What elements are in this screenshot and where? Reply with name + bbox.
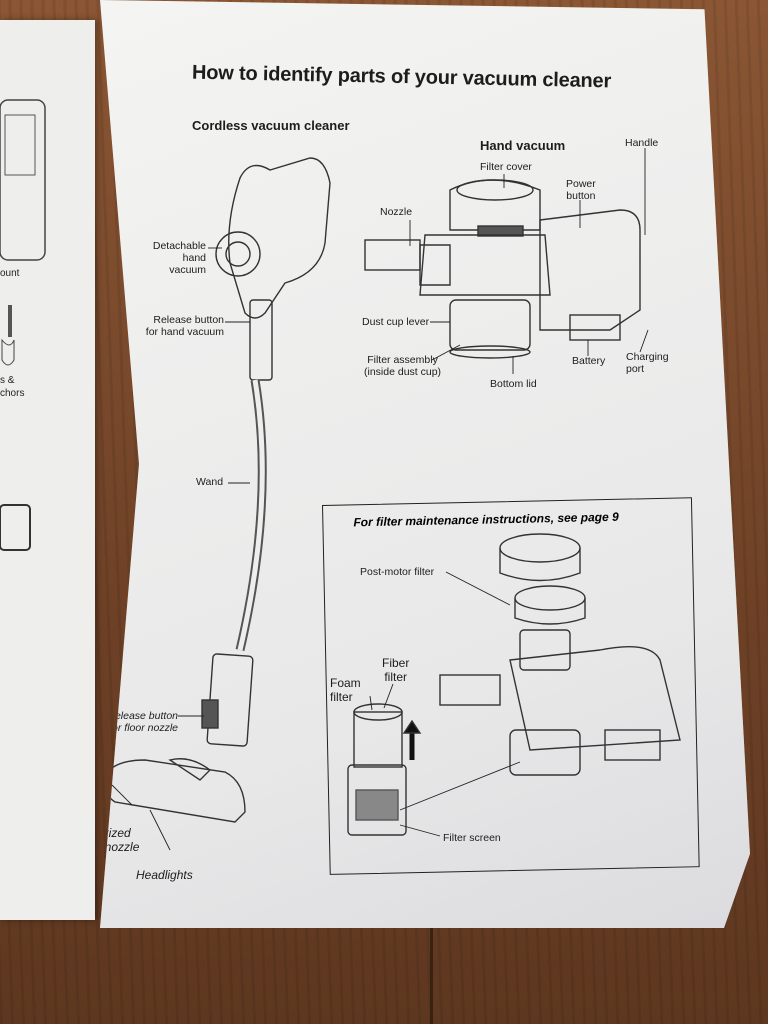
left-fragment-2: s & [0, 375, 15, 386]
label-battery: Battery [572, 355, 606, 367]
stick-motor [215, 231, 261, 277]
label-headlights: Headlights [136, 868, 193, 882]
left-fragment-3: chors [0, 388, 25, 399]
label-filter-screen: Filter screen [443, 832, 501, 844]
label-bottom-lid: Bottom lid [490, 378, 537, 390]
left-page-drawings [0, 99, 46, 551]
box-hand-body [509, 645, 681, 751]
label-post-motor-filter: Post-motor filter [360, 566, 435, 578]
hand-dust-cup [449, 299, 531, 351]
filter-box-title: For filter maintenance instructions, see… [353, 509, 619, 530]
label-filter-assembly: Filter assembly(inside dust cup) [364, 354, 442, 378]
hand-filter-cover [449, 179, 541, 231]
vacuum-line-art [103, 148, 681, 851]
hand-body [419, 234, 551, 296]
label-nozzle: Nozzle [380, 206, 413, 218]
label-wand: Wand [196, 476, 224, 488]
filter-maintenance-box: For filter maintenance instructions, see… [322, 497, 700, 875]
hand-handle-frame [539, 209, 641, 331]
floor-nozzle [103, 759, 246, 823]
page-shading [100, 0, 750, 928]
hand-vacuum-heading: Hand vacuum [480, 138, 566, 153]
left-adjacent-page: ount s & chors [0, 20, 95, 920]
cordless-heading: Cordless vacuum cleaner [192, 118, 350, 133]
stick-handle [228, 157, 331, 319]
label-handle: Handle [625, 137, 659, 149]
label-dust-cup-lever: Dust cup lever [362, 316, 430, 328]
table-plank-gap [430, 900, 433, 1024]
manual-page: How to identify parts of your vacuum cle… [100, 0, 750, 928]
label-filter-cover: Filter cover [480, 161, 532, 173]
left-fragment-1: ount [0, 268, 20, 279]
